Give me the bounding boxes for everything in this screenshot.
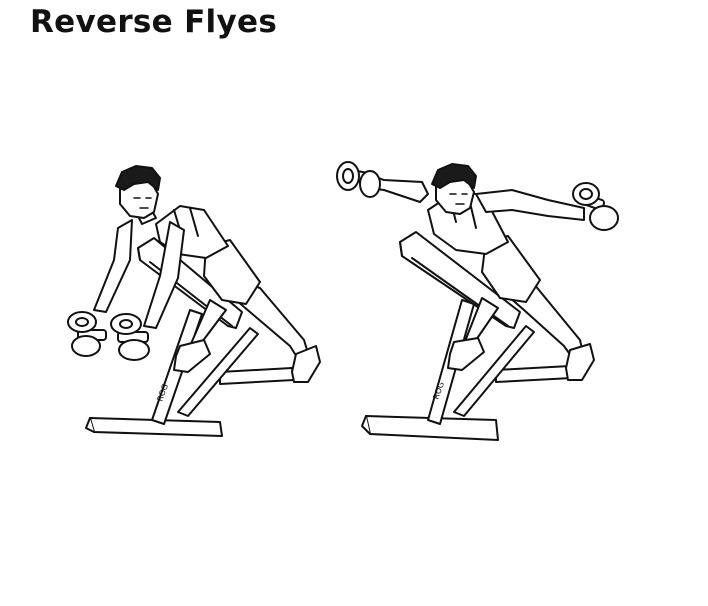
dumbbell-raised-left (336, 161, 381, 198)
shorts-left (203, 239, 261, 305)
start-position-figure: ROG (67, 165, 321, 437)
page-title: Reverse Flyes (30, 4, 278, 40)
raised-arm-right-side (475, 189, 585, 221)
front-shoe-right (447, 337, 485, 371)
dumbbell-far-left (67, 311, 107, 357)
back-shoe-left (291, 345, 321, 383)
end-position-figure: ROG (336, 161, 619, 441)
dumbbell-near-left (110, 313, 150, 361)
front-shoe-left (173, 339, 211, 373)
head-right (431, 163, 477, 215)
far-arm-left (93, 219, 133, 313)
head-left (115, 165, 161, 219)
shorts-right (481, 235, 541, 303)
near-arm-left (143, 221, 185, 329)
exercise-illustration: ROG (67, 161, 619, 441)
back-shoe-right (565, 343, 595, 381)
dumbbell-raised-right (572, 182, 619, 231)
